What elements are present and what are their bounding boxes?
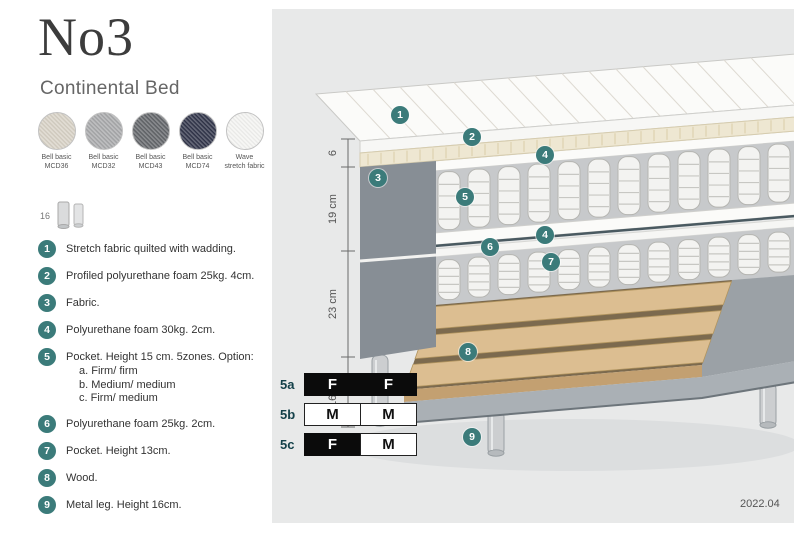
feature-text: Metal leg. Height 16cm. (66, 498, 182, 511)
dimension-label: 6 (327, 150, 339, 156)
firmness-cell: M (360, 403, 417, 426)
feature-number-badge: 6 (38, 415, 56, 434)
wood-deck-front-face (404, 365, 702, 402)
profiled-foam-band (359, 116, 794, 168)
feature-item: 9 Metal leg. Height 16cm. (38, 496, 268, 515)
top-springs-cavity (434, 141, 794, 233)
dimension-label: 23 cm (327, 289, 339, 319)
diagram-callout-3-2: 3 (369, 169, 387, 187)
feature-number-badge: 9 (38, 496, 56, 515)
diagram-callout-6-6: 6 (481, 238, 499, 256)
top-springs (437, 143, 791, 231)
leg-thumbnail-cylinder (57, 201, 70, 227)
feature-number-badge: 8 (38, 469, 56, 488)
feature-item: 3 Fabric. (38, 294, 268, 312)
corner-piping (359, 253, 437, 263)
feature-number-badge: 1 (38, 240, 56, 258)
feature-item: 8 Wood. (38, 469, 268, 488)
feature-text: Pocket. Height 13cm. (66, 444, 171, 457)
base-springs-cavity (434, 227, 794, 305)
feature-number-badge: 5 (38, 348, 56, 366)
fabric-swatch-circle (37, 112, 76, 150)
feature-item: 4 Polyurethane foam 30kg. 2cm. (38, 321, 268, 339)
feature-item: 6 Polyurethane foam 25kg. 2cm. (38, 415, 268, 434)
feature-item: 1 Stretch fabric quilted with wadding. (38, 240, 268, 258)
feature-text: Stretch fabric quilted with wadding. (66, 242, 236, 255)
leg-thumbnail: 16 (38, 198, 96, 239)
diagram-callout-9-9: 9 (463, 428, 481, 446)
firmness-cell: F (304, 373, 361, 396)
feature-text: Pocket. Height 15 cm. 5zones. Option:a. … (66, 350, 254, 405)
feature-item: 7 Pocket. Height 13cm. (38, 442, 268, 461)
diagram-callout-5-4: 5 (456, 188, 474, 206)
wood-slats (404, 281, 732, 388)
feature-text: Fabric. (66, 296, 100, 309)
feature-number-badge: 4 (38, 321, 56, 339)
feature-number-badge: 7 (38, 442, 56, 461)
diagram-callout-4-3: 4 (536, 146, 554, 164)
diagram-callout-2-1: 2 (463, 128, 481, 146)
firmness-cell: M (304, 403, 361, 426)
firmness-cell: F (304, 433, 361, 456)
bed-leg-right (759, 382, 777, 429)
leg-thumbnail-label: 16 (40, 211, 50, 221)
side-fabric-corner (360, 161, 436, 359)
base-skirt (404, 361, 794, 423)
diagram-callout-1-0: 1 (391, 106, 409, 124)
base-springs (437, 231, 791, 301)
firmness-row-label: 5c (280, 437, 295, 452)
mattress-piping (433, 214, 794, 248)
fabric-swatch-circle (225, 112, 264, 150)
feature-text: Profiled polyurethane foam 25kg. 4cm. (66, 269, 255, 282)
page-title: No3 (38, 7, 134, 67)
leg-thumbnail-cylinder-2 (73, 203, 84, 226)
fabric-swatch-circle (84, 112, 123, 150)
feature-number-badge: 2 (38, 267, 56, 285)
firmness-cell: M (360, 433, 417, 456)
dimension-label: 19 cm (327, 194, 339, 224)
feature-text: Wood. (66, 471, 98, 484)
profiled-foam-ridges (367, 119, 785, 165)
feature-item: 2 Profiled polyurethane foam 25kg. 4cm. (38, 267, 268, 285)
diagram-callout-8-8: 8 (459, 343, 477, 361)
feature-list: 1 Stretch fabric quilted with wadding. 2 Pr… (38, 240, 268, 523)
version-label: 2022.04 (740, 498, 780, 510)
firmness-row-label: 5a (280, 377, 295, 392)
feature-text: Polyurethane foam 25kg. 2cm. (66, 417, 216, 430)
diagram-callout-7-7: 7 (542, 253, 560, 271)
feature-number-badge: 3 (38, 294, 56, 312)
fabric-swatch-circle (131, 112, 170, 150)
firmness-cell: F (360, 373, 417, 396)
base-skirt-trim (403, 381, 794, 424)
quilt-lines (345, 57, 794, 139)
floor-shadow (344, 419, 794, 471)
diagram-callout-4-5: 4 (536, 226, 554, 244)
firmness-row-label: 5b (280, 407, 296, 422)
feature-text: Polyurethane foam 30kg. 2cm. (66, 323, 216, 336)
feature-item: 5 Pocket. Height 15 cm. 5zones. Option:a.… (38, 348, 268, 406)
page-subtitle: Continental Bed (40, 78, 180, 99)
bed-leg-front-center (487, 410, 505, 457)
fabric-swatch-circle (178, 112, 217, 150)
